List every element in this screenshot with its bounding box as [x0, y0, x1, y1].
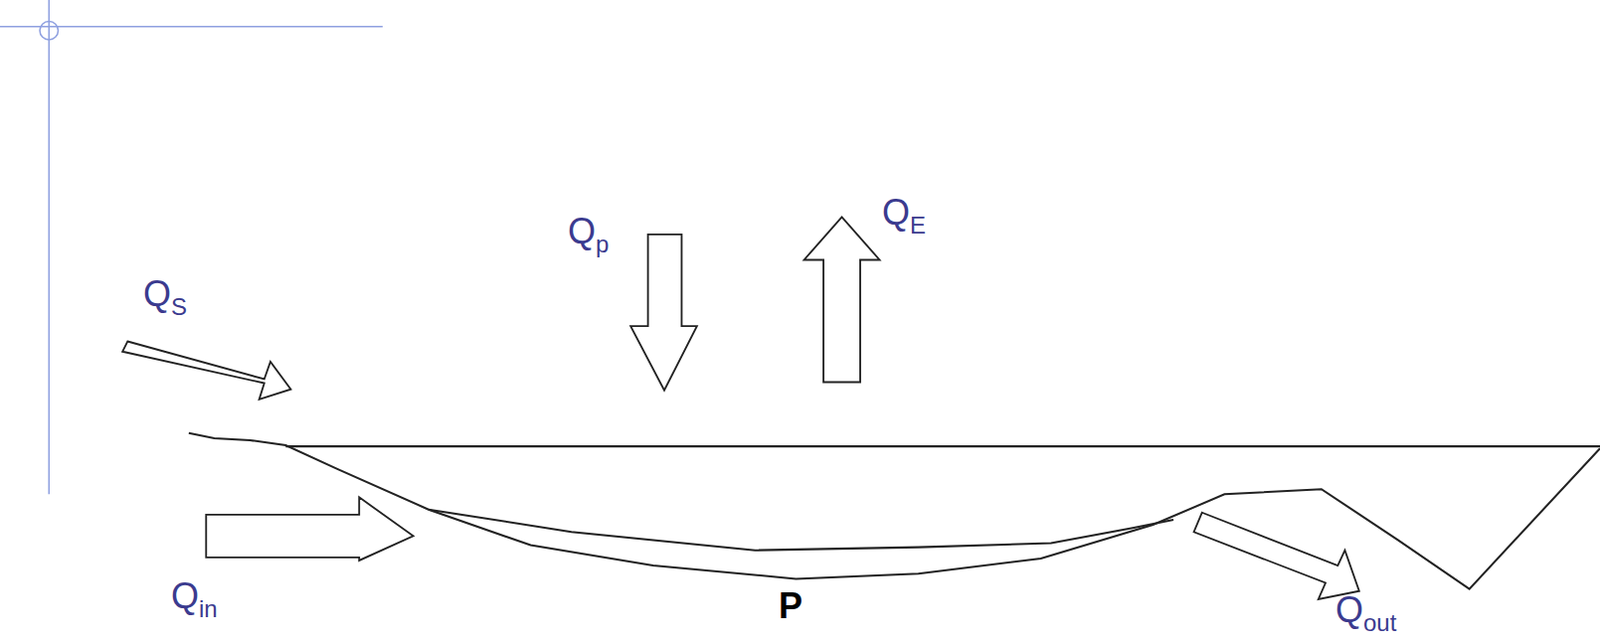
symbol-text: Q	[1335, 589, 1364, 631]
symbol-text: Q	[143, 273, 172, 315]
flux-label: Qout	[1335, 592, 1397, 636]
symbol-text: Q	[171, 575, 199, 617]
flux-label: QE	[882, 194, 926, 238]
symbol-text: P	[778, 585, 803, 627]
slide-decoration	[0, 0, 383, 495]
subscript-text: p	[595, 230, 609, 258]
subscript-text: S	[171, 293, 187, 321]
flux-label: Qp	[567, 213, 609, 257]
subscript-text: E	[909, 211, 926, 239]
flux-label: QS	[143, 276, 187, 320]
flux-arrows	[122, 216, 1360, 600]
subscript-text: in	[198, 595, 218, 623]
subscript-text: out	[1363, 609, 1397, 637]
lake-profile	[188, 433, 1600, 590]
zone-label: P	[778, 588, 803, 625]
symbol-text: Q	[567, 210, 596, 252]
flux-label: Qin	[171, 578, 218, 622]
symbol-text: Q	[882, 191, 910, 233]
